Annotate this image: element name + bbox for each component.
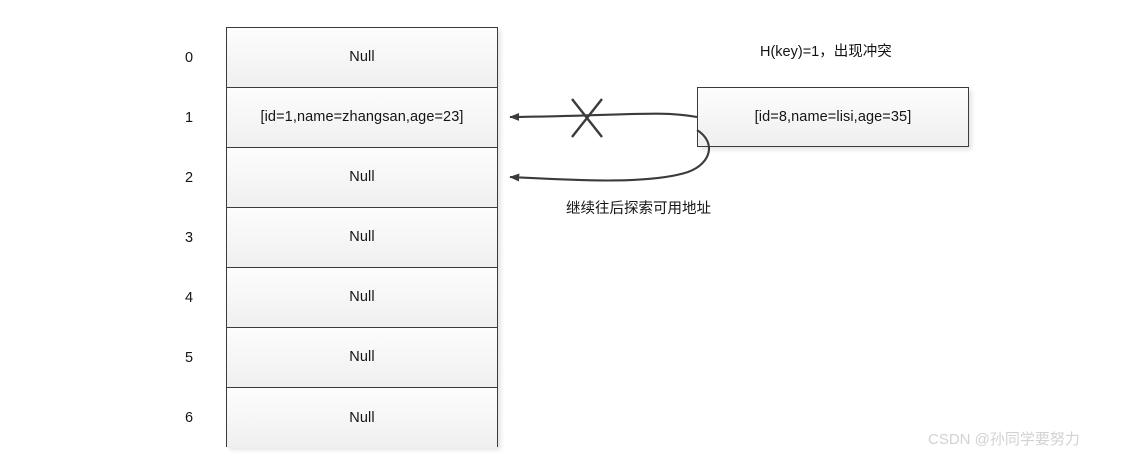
hash-table-slot-5: Null [227,328,497,390]
incoming-record-value: [id=8,name=lisi,age=35] [754,108,912,125]
probe-insert-arrow [509,129,711,182]
hash-table: Null [id=1,name=zhangsan,age=23] Null Nu… [226,27,498,448]
slot-index-3: 3 [184,230,194,246]
hash-table-slot-4: Null [227,268,497,330]
slot-index-1: 1 [184,110,194,126]
slot-index-5: 5 [184,350,194,366]
slot-value-0: Null [349,49,375,66]
hash-table-slot-1: [id=1,name=zhangsan,age=23] [227,88,497,150]
slot-index-2: 2 [184,170,194,186]
slot-value-6: Null [349,409,375,426]
hash-table-slot-6: Null [227,388,497,448]
slot-value-2: Null [349,169,375,186]
blocked-insert-arrow [509,112,698,121]
slot-value-1: [id=1,name=zhangsan,age=23] [260,109,464,126]
incoming-record-box: [id=8,name=lisi,age=35] [697,87,969,147]
slot-index-0: 0 [184,50,194,66]
hash-table-slot-3: Null [227,208,497,270]
slot-value-5: Null [349,349,375,366]
probe-note-label: 继续往后探索可用地址 [566,201,711,217]
slot-value-3: Null [349,229,375,246]
hash-table-slot-0: Null [227,28,497,90]
slot-index-6: 6 [184,410,194,426]
hash-table-slot-2: Null [227,148,497,210]
slot-index-4: 4 [184,290,194,306]
collision-note-label: H(key)=1，出现冲突 [760,44,892,60]
csdn-watermark: CSDN @孙同学要努力 [928,431,1080,448]
collision-cross-marker [571,98,603,138]
slot-value-4: Null [349,289,375,306]
